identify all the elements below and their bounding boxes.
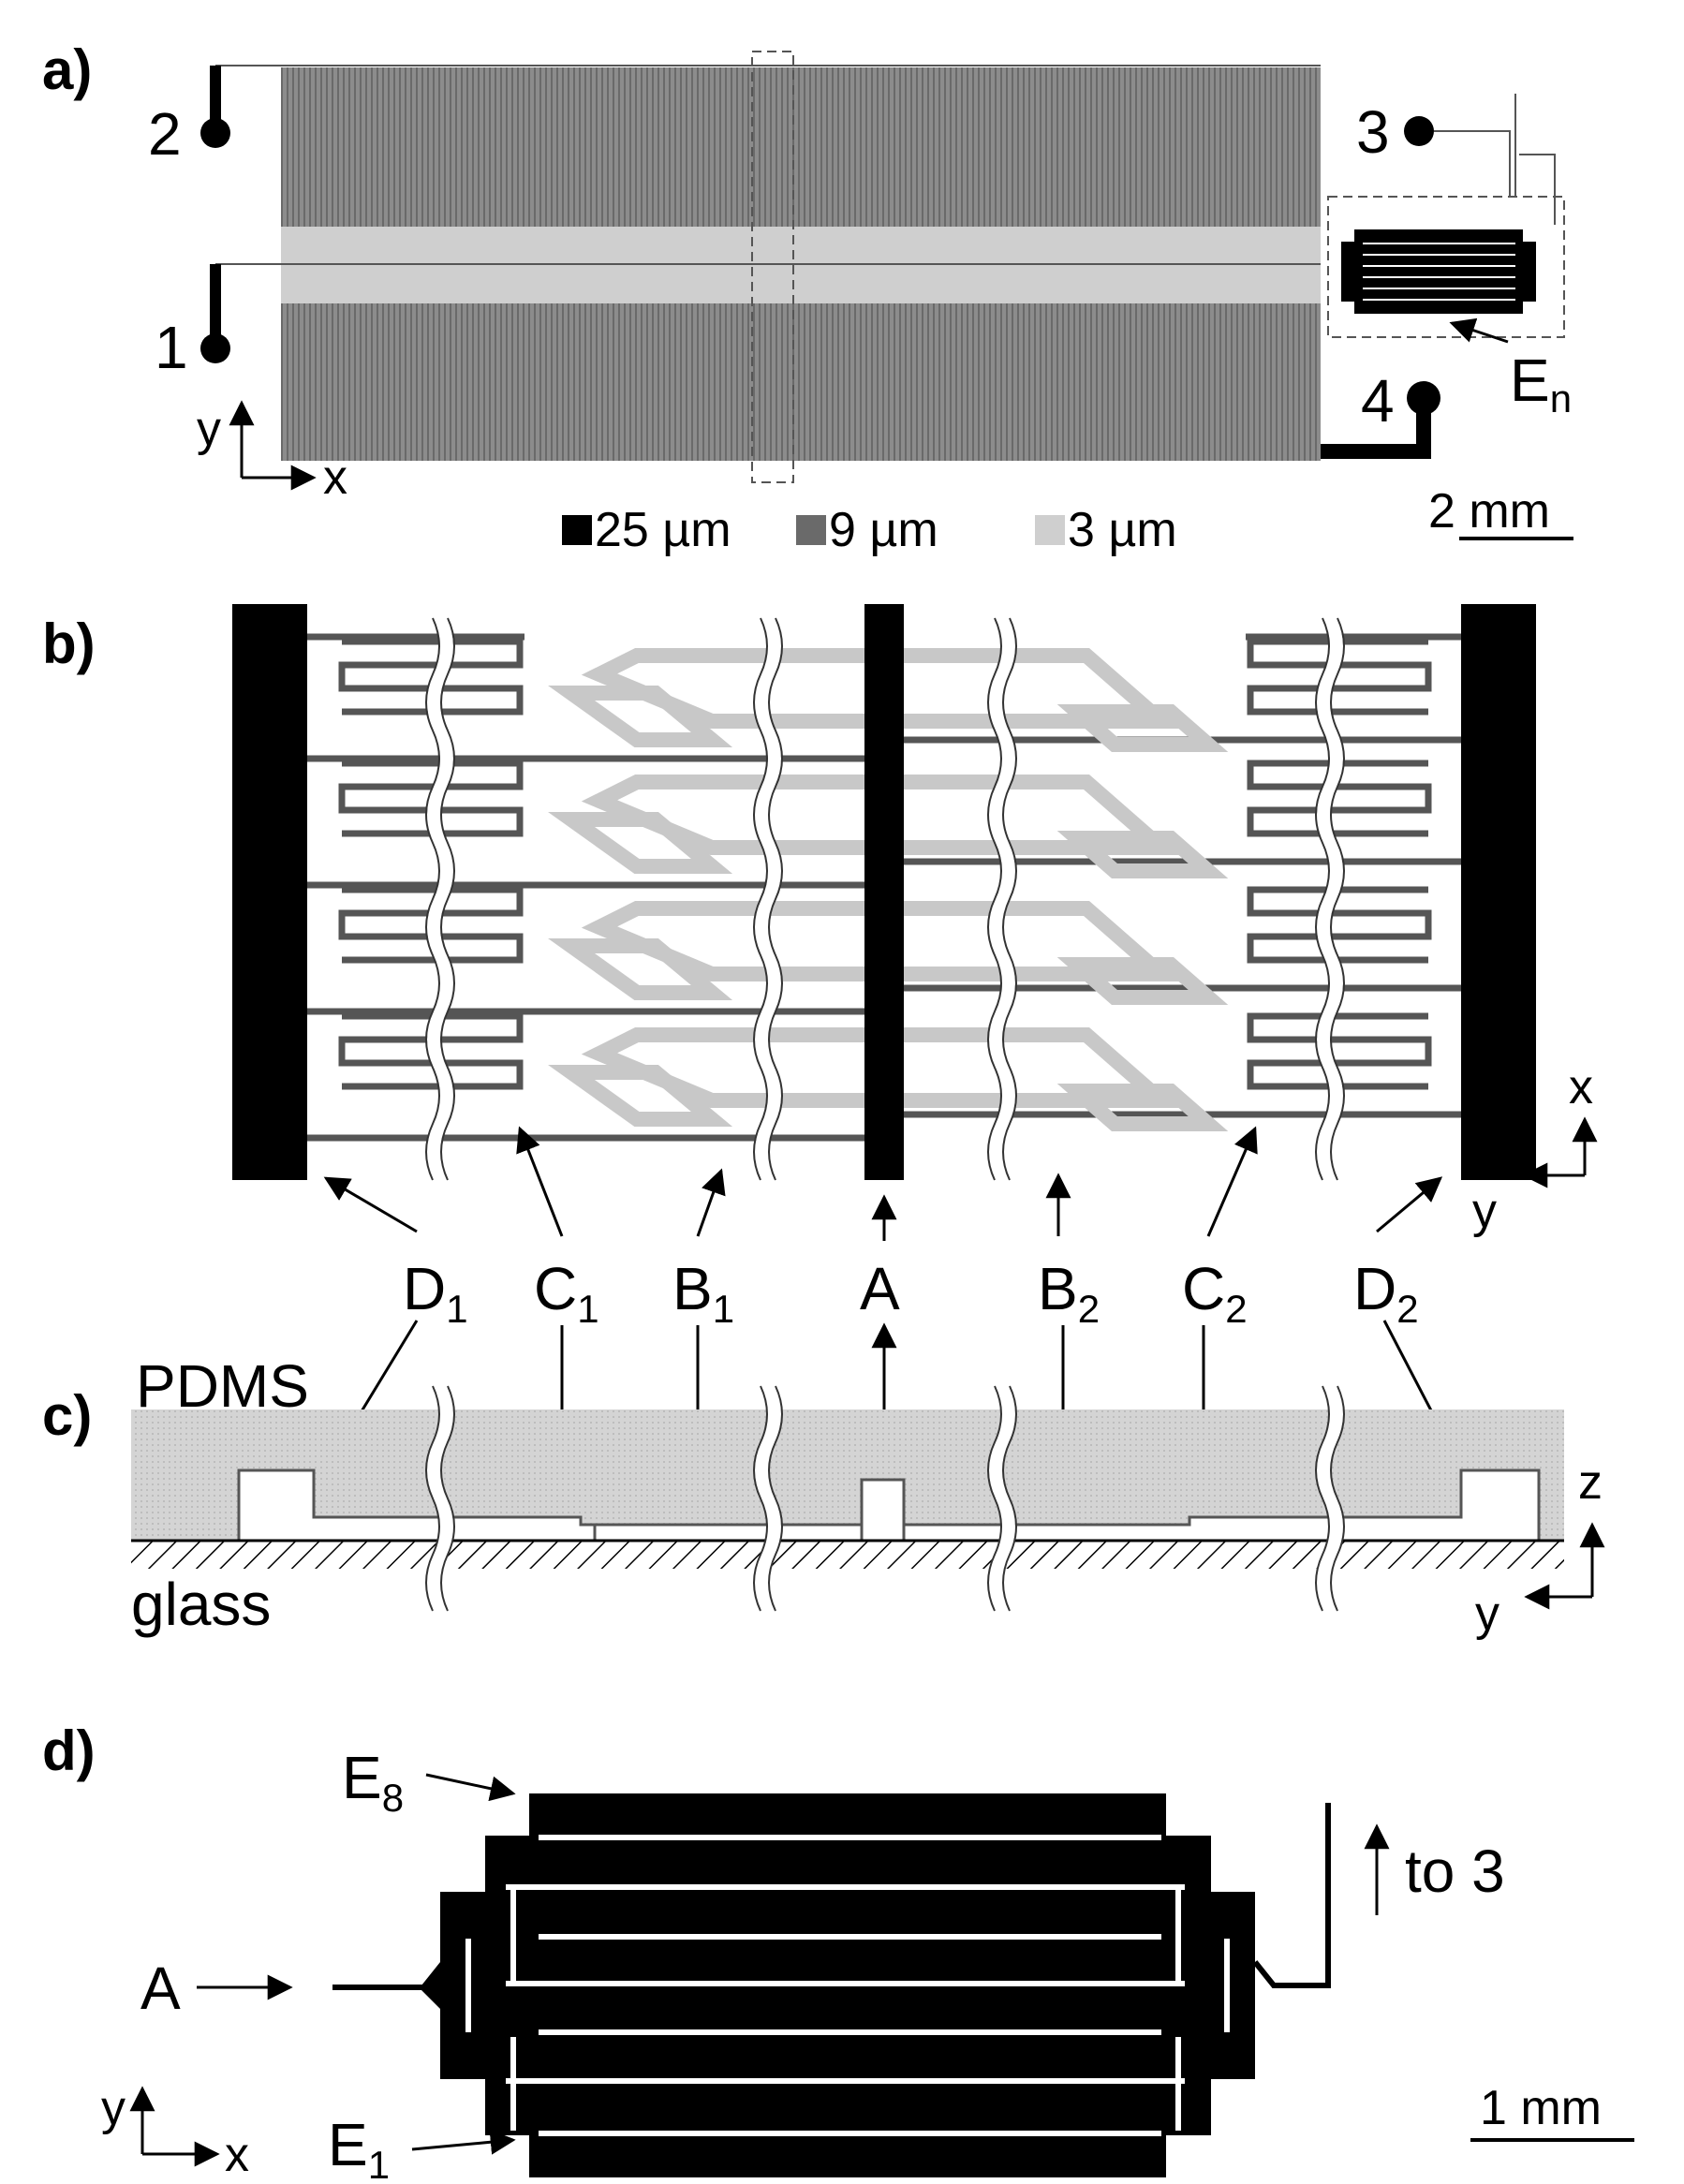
label-c2: C2	[1182, 1255, 1248, 1331]
port3-line	[1434, 130, 1511, 197]
legend-25: 25 µm	[595, 503, 731, 557]
axis-y-b: y	[1472, 1184, 1497, 1238]
depth-legend: 25 µm 9 µm 3 µm	[562, 503, 1177, 557]
panel-b-label: b)	[42, 612, 96, 675]
highlight-box	[751, 51, 794, 483]
electrode-gaps	[465, 1835, 1230, 2136]
panel-d: d)	[42, 1719, 1634, 2184]
electrode-label: En	[1510, 347, 1572, 421]
break-lines-b	[427, 615, 1343, 1183]
glass-substrate	[131, 1541, 1564, 1569]
panel-a-label: a)	[42, 38, 92, 101]
label-d1: D1	[403, 1255, 468, 1331]
panel-c: c) PDMS glass	[42, 1352, 1605, 1641]
upper-channel-array	[281, 67, 1321, 227]
scale-bar-a-label: 2 mm	[1428, 484, 1550, 539]
shallow-channels-b	[548, 648, 1229, 1131]
resistors-c2	[1247, 638, 1432, 1090]
label-b1: B1	[672, 1255, 734, 1331]
axis-y-c: y	[1475, 1586, 1499, 1641]
axis-x-a: x	[323, 450, 347, 505]
label-c1: C1	[534, 1255, 599, 1331]
port4-line	[1321, 398, 1431, 459]
axis-y-d: y	[101, 2081, 126, 2135]
channel-d2	[1461, 604, 1536, 1180]
electrode-array	[332, 1793, 1331, 2177]
channel-profile	[237, 1468, 1541, 1542]
legend-swatch-9	[796, 515, 826, 545]
port-4-label: 4	[1361, 367, 1395, 435]
label-e8: E8	[342, 1744, 404, 1820]
resistors-c1	[338, 638, 524, 1090]
lower-channel-array	[281, 303, 1321, 461]
port1-stem	[210, 264, 221, 339]
panel-d-label: d)	[42, 1719, 96, 1782]
axis-x-b: x	[1569, 1060, 1593, 1114]
label-d2: D2	[1353, 1255, 1419, 1331]
axis-z-c: z	[1578, 1455, 1603, 1510]
legend-swatch-3	[1035, 515, 1065, 545]
axis-x-d: x	[225, 2128, 249, 2182]
channel-d1	[232, 604, 307, 1180]
port-2-label: 2	[148, 100, 182, 168]
label-e1: E1	[328, 2111, 390, 2184]
port-3	[1404, 116, 1434, 146]
label-b2: B2	[1038, 1255, 1100, 1331]
electrode-array-small	[1341, 229, 1536, 314]
port2-stem	[210, 66, 221, 126]
scale-bar-d-label: 1 mm	[1480, 2081, 1602, 2135]
panel-a: a) 2 1 3	[42, 38, 1573, 557]
inlet-label: A	[140, 1955, 181, 2022]
break-lines-c	[427, 1383, 1343, 1614]
port-1	[200, 333, 230, 363]
outlet-label: to 3	[1405, 1837, 1505, 1905]
pdms-label: PDMS	[136, 1352, 309, 1420]
panel-c-label: c)	[42, 1384, 92, 1447]
legend-3: 3 µm	[1068, 503, 1177, 557]
port-1-label: 1	[155, 314, 188, 381]
glass-label: glass	[131, 1571, 271, 1638]
legend-9: 9 µm	[829, 503, 938, 557]
label-a: A	[860, 1255, 900, 1322]
legend-swatch-25	[562, 515, 592, 545]
port-3-label: 3	[1356, 98, 1390, 166]
axis-y-a: y	[197, 402, 221, 456]
panel-b: b)	[42, 604, 1598, 1238]
electrode-zoom-box	[1327, 196, 1565, 338]
port-2	[200, 118, 230, 148]
